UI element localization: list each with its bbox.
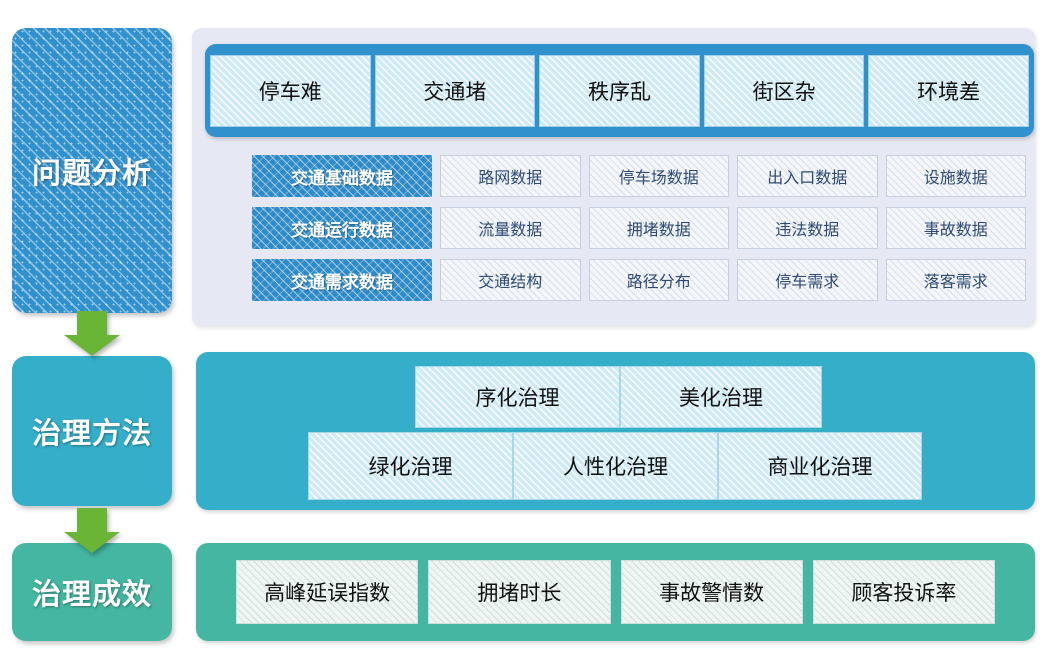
effect-metric-cell[interactable]: 拥堵时长: [428, 560, 611, 624]
down-arrow-icon: [64, 311, 120, 356]
data-row-key: 交通运行数据: [252, 207, 432, 249]
effect-metric-cell[interactable]: 顾客投诉率: [812, 560, 995, 624]
section-label-effect: 治理成效: [12, 543, 172, 641]
method-cell[interactable]: 商业化治理: [718, 432, 922, 500]
data-row: 交通运行数据 流量数据 拥堵数据 违法数据 事故数据: [252, 207, 1026, 249]
effect-panel: 高峰延误指数 拥堵时长 事故警情数 顾客投诉率: [196, 543, 1035, 641]
section-label-method: 治理方法: [12, 356, 172, 506]
issue-cell[interactable]: 秩序乱: [539, 54, 700, 127]
data-row: 交通基础数据 路网数据 停车场数据 出入口数据 设施数据: [252, 155, 1026, 197]
data-cell[interactable]: 路径分布: [588, 259, 729, 301]
issue-cell[interactable]: 停车难: [210, 54, 371, 127]
method-cell[interactable]: 人性化治理: [513, 432, 718, 500]
data-cell[interactable]: 违法数据: [737, 207, 878, 249]
issue-cell[interactable]: 交通堵: [374, 54, 536, 127]
section-label-problem-analysis: 问题分析: [12, 28, 172, 313]
method-cell[interactable]: 美化治理: [620, 366, 822, 428]
issue-cell[interactable]: 街区杂: [703, 54, 865, 127]
data-row-key: 交通需求数据: [252, 259, 432, 301]
data-cell[interactable]: 出入口数据: [737, 155, 878, 197]
effect-metric-cell[interactable]: 事故警情数: [620, 560, 803, 624]
data-cell[interactable]: 事故数据: [885, 207, 1026, 249]
data-cell[interactable]: 停车需求: [737, 259, 878, 301]
data-row: 交通需求数据 交通结构 路径分布 停车需求 落客需求: [252, 259, 1026, 301]
data-cell[interactable]: 路网数据: [440, 155, 581, 197]
data-cell[interactable]: 拥堵数据: [588, 207, 729, 249]
data-cell[interactable]: 交通结构: [440, 259, 581, 301]
effect-metric-cell[interactable]: 高峰延误指数: [236, 560, 419, 624]
data-category-grid: 交通基础数据 路网数据 停车场数据 出入口数据 设施数据 交通运行数据 流量数据…: [252, 155, 1026, 301]
data-cell[interactable]: 流量数据: [440, 207, 581, 249]
data-cell[interactable]: 设施数据: [885, 155, 1026, 197]
issue-cell[interactable]: 环境差: [868, 54, 1029, 127]
method-cell[interactable]: 绿化治理: [308, 432, 513, 500]
data-cell[interactable]: 停车场数据: [588, 155, 729, 197]
issue-list-container: 停车难 交通堵 秩序乱 街区杂 环境差: [205, 44, 1034, 137]
down-arrow-icon: [64, 508, 120, 553]
method-cell[interactable]: 序化治理: [415, 366, 620, 428]
data-row-key: 交通基础数据: [252, 155, 432, 197]
data-cell[interactable]: 落客需求: [885, 259, 1026, 301]
